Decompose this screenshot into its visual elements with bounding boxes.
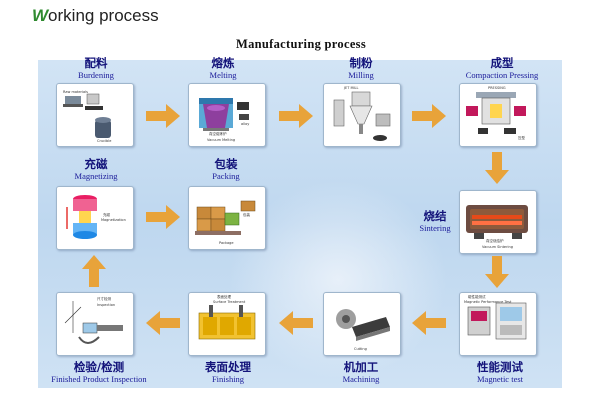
jet-mill-icon bbox=[333, 91, 391, 141]
step-cn: 烧结 bbox=[423, 209, 447, 223]
step-melting-label: 熔炼 Melting bbox=[183, 56, 263, 81]
step-cn: 性能测试 bbox=[477, 360, 523, 374]
step-en: Burdening bbox=[78, 70, 114, 80]
step-en: Machining bbox=[342, 374, 380, 384]
arrow-left-icon bbox=[146, 311, 180, 335]
arrow-right-icon bbox=[146, 205, 180, 229]
step-cn: 表面处理 bbox=[205, 360, 251, 374]
tiny-label: JET MILL bbox=[344, 86, 359, 90]
tiny-label: PRESSING bbox=[488, 86, 506, 90]
tiny-label: Vacuum Melting bbox=[207, 138, 236, 142]
tiny-label: Cutting bbox=[354, 347, 367, 351]
step-cn: 配料 bbox=[84, 56, 108, 70]
step-packing-illustration: 包装 Package bbox=[188, 186, 266, 250]
arrow-left-icon bbox=[412, 311, 446, 335]
arrow-left-icon bbox=[279, 311, 313, 335]
step-en: Sintering bbox=[419, 223, 451, 233]
heading-rest: orking process bbox=[48, 6, 159, 25]
step-en: Finishing bbox=[211, 374, 245, 384]
step-cn: 熔炼 bbox=[211, 56, 235, 70]
tiny-label: 表面处理 bbox=[217, 295, 231, 299]
tiny-label: Magnetization bbox=[101, 218, 126, 222]
heading-initial: W bbox=[32, 6, 49, 25]
arrow-right-icon bbox=[146, 104, 180, 128]
step-finishing-label: 表面处理 Finishing bbox=[183, 360, 273, 385]
tiny-label: Crucible bbox=[97, 139, 112, 143]
step-cn: 成型 bbox=[490, 56, 514, 70]
step-en: Magnetic test bbox=[476, 374, 524, 384]
tiny-label: 充磁 bbox=[103, 213, 110, 217]
tiny-label: 包装 bbox=[243, 213, 250, 217]
step-en: Magnetizing bbox=[74, 171, 118, 181]
scale-crucible-icon bbox=[63, 93, 111, 138]
step-milling-label: 制粉 Milling bbox=[321, 56, 401, 81]
tiny-label: Vacuum Sintering bbox=[482, 245, 513, 249]
arrow-right-icon bbox=[279, 104, 313, 128]
step-machining-label: 机加工 Machining bbox=[321, 360, 401, 385]
arrow-right-icon bbox=[412, 104, 446, 128]
magnetizer-icon bbox=[66, 195, 97, 239]
plating-tank-icon bbox=[198, 305, 256, 340]
diagram-title: Manufacturing process bbox=[235, 37, 367, 51]
melting-furnace-icon bbox=[199, 98, 249, 131]
step-pressing-illustration: PRESSING 压型 bbox=[459, 83, 537, 147]
tiny-label: 压型 bbox=[518, 136, 525, 140]
step-milling-illustration: JET MILL bbox=[323, 83, 401, 147]
micrometer-icon bbox=[64, 301, 123, 344]
tiny-label: 真空烧结炉 bbox=[486, 239, 504, 243]
tiny-label: Inspection bbox=[97, 303, 116, 307]
step-inspection-illustration: 尺寸检测 Inspection bbox=[56, 292, 134, 356]
step-magnetic-test-label: 性能测试 Magnetic test bbox=[455, 360, 545, 385]
tiny-label: alloy bbox=[241, 122, 250, 126]
tiny-label: Magnetic Performance Test bbox=[464, 300, 512, 304]
step-magnetic-test-illustration: 磁性能测试 Magnetic Performance Test bbox=[459, 292, 537, 356]
step-en: Packing bbox=[212, 171, 240, 181]
step-sintering-label: 烧结 Sintering bbox=[410, 209, 460, 234]
cutting-machine-icon bbox=[336, 309, 390, 341]
step-magnetizing-label: 充磁 Magnetizing bbox=[56, 157, 136, 182]
step-en: Compaction Pressing bbox=[465, 70, 539, 80]
page-heading: Working process bbox=[32, 6, 159, 26]
step-machining-illustration: Cutting bbox=[323, 292, 401, 356]
step-burdening-label: 配料 Burdening bbox=[56, 56, 136, 81]
step-magnetizing-illustration: 充磁 Magnetization bbox=[56, 186, 134, 250]
tiny-label: Package bbox=[219, 241, 234, 245]
arrow-down-icon bbox=[485, 152, 509, 184]
tiny-label: 尺寸检测 bbox=[97, 297, 111, 301]
step-inspection-label: 检验/检测 Finished Product Inspection bbox=[44, 360, 154, 385]
step-cn: 检验/检测 bbox=[73, 360, 125, 374]
sintering-furnace-icon bbox=[466, 205, 528, 239]
step-en: Milling bbox=[348, 70, 374, 80]
test-instrument-icon bbox=[467, 302, 527, 340]
step-cn: 制粉 bbox=[349, 56, 373, 70]
arrow-down-icon bbox=[485, 256, 509, 288]
package-boxes-icon bbox=[195, 200, 256, 235]
tiny-label: 真空熔炼炉 bbox=[209, 132, 227, 136]
step-packing-label: 包装 Packing bbox=[188, 157, 264, 182]
step-en: Finished Product Inspection bbox=[51, 374, 147, 384]
step-sintering-illustration: 真空烧结炉 Vacuum Sintering bbox=[459, 190, 537, 254]
step-en: Melting bbox=[209, 70, 237, 80]
tiny-label: Raw materials bbox=[63, 90, 88, 94]
step-cn: 机加工 bbox=[343, 360, 379, 374]
step-melting-illustration: 真空熔炼炉 Vacuum Melting alloy bbox=[188, 83, 266, 147]
tiny-label: 磁性能测试 bbox=[468, 295, 486, 299]
step-pressing-label: 成型 Compaction Pressing bbox=[452, 56, 552, 81]
step-cn: 充磁 bbox=[84, 157, 108, 171]
press-machine-icon bbox=[466, 92, 526, 134]
arrow-up-icon bbox=[82, 255, 106, 287]
step-cn: 包装 bbox=[214, 157, 238, 171]
step-burdening-illustration: Raw materials Crucible bbox=[56, 83, 134, 147]
step-finishing-illustration: 表面处理 Surface Treatment bbox=[188, 292, 266, 356]
tiny-label: Surface Treatment bbox=[213, 300, 246, 304]
